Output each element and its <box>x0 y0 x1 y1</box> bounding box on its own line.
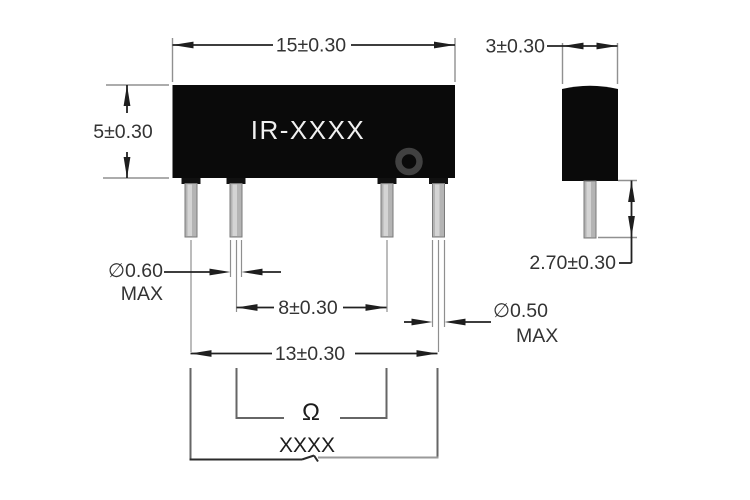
body-depth-label: 3±0.30 <box>486 36 546 58</box>
body-width-label: 15±0.30 <box>276 35 346 57</box>
front-lead-4 <box>429 178 448 238</box>
break-mark-icon <box>301 454 315 461</box>
arrowhead-right-icon <box>209 268 231 276</box>
lead-shoulder <box>377 178 397 184</box>
arrowhead-right-icon <box>416 350 438 357</box>
resistance-marking-label: Ω <box>302 399 320 426</box>
part-number-label: IR-XXXX <box>251 115 366 145</box>
arrowhead-right-icon <box>596 42 618 50</box>
arrowhead-down-icon <box>628 216 635 237</box>
body-height-label: 5±0.30 <box>93 121 153 143</box>
inner-lead-diameter-max-label: MAX <box>121 283 163 305</box>
arrowhead-left-icon <box>444 318 466 326</box>
lead-highlight <box>435 184 440 236</box>
dim-body-width: 15±0.30 <box>171 35 456 82</box>
side-view: 3±0.30 2.70±0.30 <box>486 36 637 274</box>
dim-body-depth: 3±0.30 <box>486 36 619 84</box>
inner-lead-span-label: 8±0.30 <box>278 297 338 319</box>
marking-code-label: XXXX <box>279 434 335 457</box>
lead-shoulder <box>429 178 448 184</box>
break-mark-icon <box>313 454 319 463</box>
lead-length-label: 2.70±0.30 <box>529 252 616 274</box>
dim-lead-length: 2.70±0.30 <box>529 179 637 274</box>
dim-outer-lead-diameter: ∅0.50 MAX <box>404 300 558 347</box>
dim-inner-lead-diameter: ∅0.60 MAX <box>108 260 281 305</box>
dim-outer-lead-span: 13±0.30 <box>190 343 438 365</box>
package-body-front <box>172 85 455 178</box>
dim-inner-lead-span: 8±0.30 <box>236 297 387 319</box>
front-lead-3 <box>377 178 397 238</box>
lead-highlight <box>383 184 388 236</box>
arrowhead-right-icon <box>365 304 387 311</box>
lead-extension-lines <box>190 240 446 352</box>
front-view: 15±0.30 5±0.30 IR-XXXX <box>93 35 558 463</box>
mold-mark-circle <box>395 147 423 176</box>
arrowhead-right-icon <box>434 41 455 49</box>
marking-code-bracket: XXXX <box>189 368 439 463</box>
arrowhead-up-icon <box>123 85 131 106</box>
arrowhead-right-icon <box>411 318 433 326</box>
lead-highlight <box>586 182 591 237</box>
arrowhead-up-icon <box>628 181 635 202</box>
arrowhead-left-icon <box>562 42 584 50</box>
package-body-side <box>562 85 618 181</box>
arrowhead-down-icon <box>123 157 131 178</box>
lead-highlight <box>187 184 192 236</box>
lead-shoulder <box>226 178 246 184</box>
arrowhead-left-icon <box>172 41 194 49</box>
side-lead <box>583 180 597 239</box>
dim-body-height: 5±0.30 <box>93 84 169 179</box>
outer-lead-diameter-label: ∅0.50 <box>493 300 548 322</box>
outer-lead-span-label: 13±0.30 <box>275 343 345 365</box>
arrowhead-left-icon <box>241 268 263 276</box>
outer-lead-diameter-max-label: MAX <box>516 325 558 347</box>
front-lead-1 <box>181 178 201 238</box>
lead-highlight <box>232 184 237 236</box>
resistance-marking-bracket: Ω <box>235 368 388 426</box>
lead-shoulder <box>181 178 201 184</box>
front-lead-2 <box>226 178 246 238</box>
inner-lead-diameter-label: ∅0.60 <box>108 260 163 282</box>
